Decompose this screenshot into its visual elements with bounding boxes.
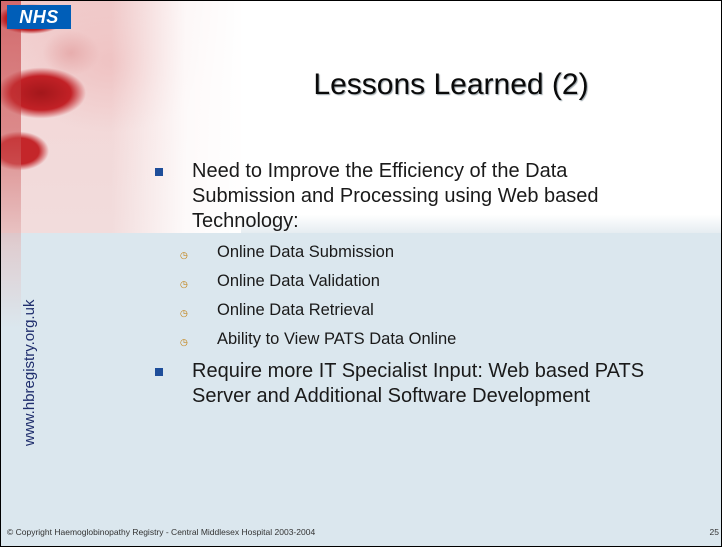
clock-bullet-icon: ◷	[180, 250, 188, 260]
sub-bullet-list: ◷ Online Data Submission ◷ Online Data V…	[155, 243, 675, 349]
square-bullet-icon	[155, 368, 163, 376]
square-bullet-icon	[155, 168, 163, 176]
sub-bullet-item: ◷ Ability to View PATS Data Online	[180, 330, 675, 349]
title-panel	[241, 1, 721, 233]
image-fade	[111, 1, 246, 233]
nhs-logo: NHS	[7, 5, 71, 29]
slide-title: Lessons Learned (2)	[313, 68, 589, 101]
sub-bullet-text: Online Data Submission	[217, 243, 395, 261]
sub-bullet-text: Online Data Validation	[217, 272, 380, 290]
clock-bullet-icon: ◷	[180, 279, 188, 289]
website-url: www.hbregistry.org.uk	[21, 299, 38, 446]
sub-bullet-text: Ability to View PATS Data Online	[217, 330, 457, 348]
clock-bullet-icon: ◷	[180, 308, 188, 318]
clock-bullet-icon: ◷	[180, 337, 188, 347]
bullet-text: Require more IT Specialist Input: Web ba…	[192, 360, 645, 407]
page-number: 25	[709, 527, 719, 537]
content-background	[1, 233, 721, 546]
sub-bullet-item: ◷ Online Data Submission	[180, 243, 675, 262]
sub-bullet-item: ◷ Online Data Retrieval	[180, 301, 675, 320]
sub-bullet-text: Online Data Retrieval	[217, 301, 374, 319]
bullet-item-2: Require more IT Specialist Input: Web ba…	[155, 359, 675, 409]
sub-bullet-item: ◷ Online Data Validation	[180, 272, 675, 291]
bullet-item-1: Need to Improve the Efficiency of the Da…	[155, 159, 675, 234]
bullet-list: Need to Improve the Efficiency of the Da…	[155, 159, 675, 413]
bullet-text: Need to Improve the Efficiency of the Da…	[192, 160, 599, 232]
copyright-footer: © Copyright Haemoglobinopathy Registry -…	[7, 527, 316, 537]
left-strip	[1, 1, 21, 546]
